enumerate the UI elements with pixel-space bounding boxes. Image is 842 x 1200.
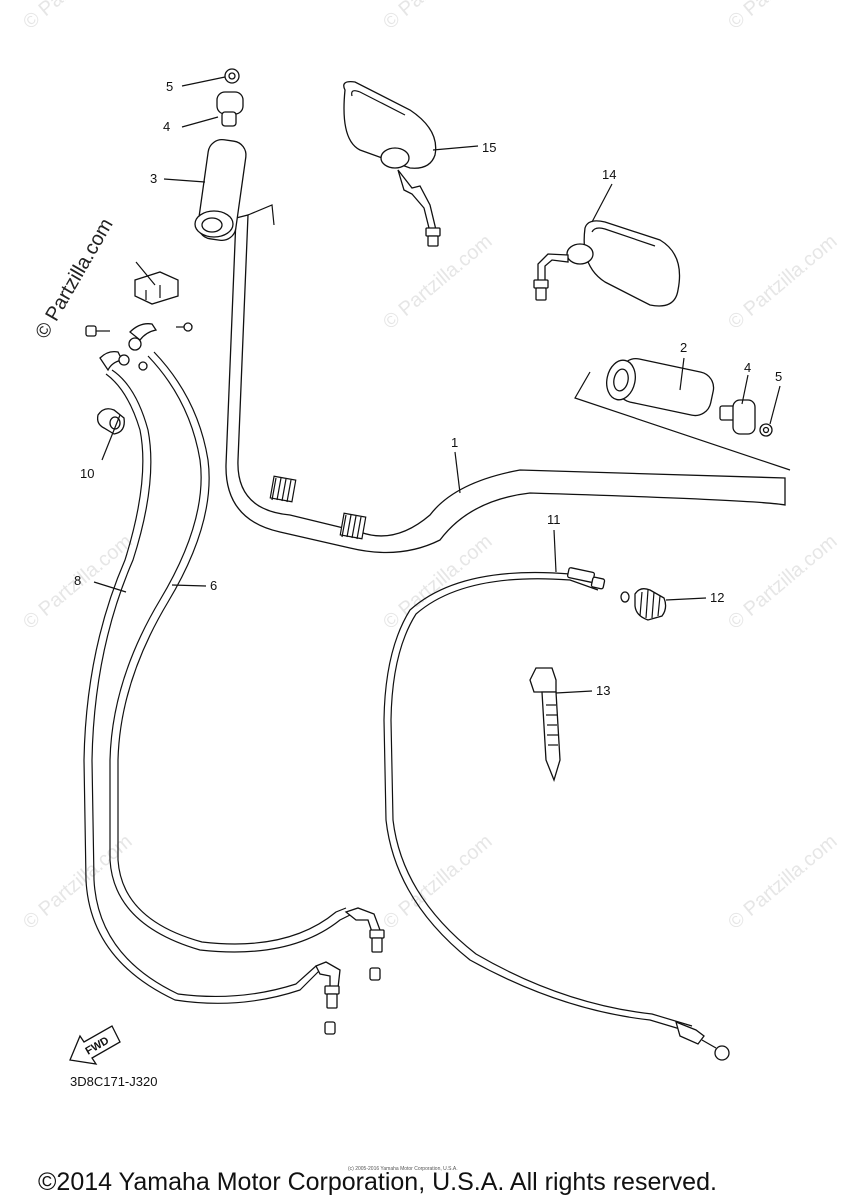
watermark: © Partzilla.com [19, 830, 136, 933]
cable-tie-part [529, 667, 561, 782]
cable-boot-part [634, 588, 667, 621]
part-label-6: 6 [210, 578, 217, 593]
right-end-weight-part [719, 399, 773, 437]
part-label-3: 3 [150, 171, 157, 186]
part-label-4: 4 [163, 119, 170, 134]
watermark: © Partzilla.com [724, 830, 841, 933]
left-mirror-part [343, 81, 441, 247]
bolt-part [85, 322, 193, 337]
part-label-2: 2 [680, 340, 687, 355]
part-label-11: 11 [547, 512, 561, 527]
diagram-code: 3D8C171-J320 [70, 1074, 157, 1089]
left-grip-part [194, 139, 247, 241]
watermark: © Partzilla.com [724, 530, 841, 633]
part-label-10: 10 [80, 466, 94, 481]
watermark: © Partzilla.com [724, 230, 841, 333]
watermark: © Partzilla.com [724, 0, 841, 34]
right-mirror-part [533, 220, 681, 307]
part-label-8: 8 [74, 573, 81, 588]
watermark: © Partzilla.com [19, 0, 136, 34]
fwd-arrow: FWD [69, 1025, 121, 1065]
leader-lines [93, 76, 781, 694]
small-copyright: (c) 2005-2016 Yamaha Motor Corporation, … [348, 1166, 458, 1172]
watermark-main: © Partzilla.com [31, 215, 117, 343]
part-label-12: 12 [710, 590, 724, 605]
hose-fitting-part [99, 323, 158, 372]
part-label-1: 1 [451, 435, 458, 450]
part-label-15: 15 [482, 140, 496, 155]
cable-holder-part [134, 271, 179, 305]
knurl-section [269, 475, 367, 540]
right-grip-part [606, 358, 715, 417]
part-label-4: 4 [744, 360, 751, 375]
watermark: © Partzilla.com [379, 0, 496, 34]
part-labels: 5 4 3 15 14 2 4 5 1 11 12 13 10 8 6 [74, 79, 782, 698]
handlebar-part [225, 204, 791, 554]
brake-hoses-part [83, 351, 385, 1035]
control-cable-part [383, 567, 730, 1061]
part-label-13: 13 [596, 683, 610, 698]
part-label-5: 5 [775, 369, 782, 384]
part-label-5: 5 [166, 79, 173, 94]
hose-clip-part [96, 408, 125, 435]
part-label-14: 14 [602, 167, 616, 182]
left-end-weight-part [216, 68, 244, 127]
copyright-line: ©2014 Yamaha Motor Corporation, U.S.A. A… [38, 1168, 717, 1196]
